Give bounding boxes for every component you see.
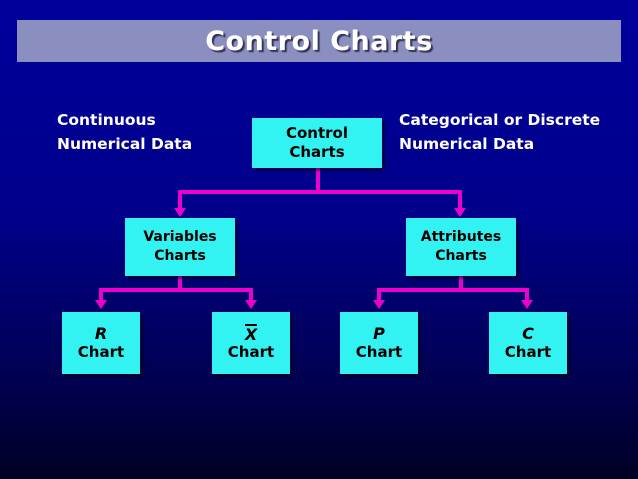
node-c-chart-line1: C xyxy=(522,324,534,343)
node-variables-charts[interactable]: Variables Charts xyxy=(125,218,235,276)
page-title: Control Charts xyxy=(205,25,433,57)
node-variables-charts-line2: Charts xyxy=(154,248,206,264)
connector-to-variables xyxy=(178,190,182,210)
connector-variables-bus xyxy=(99,288,253,292)
connector-to-attributes xyxy=(458,190,462,210)
connector-to-r-chart xyxy=(99,288,103,302)
node-xbar-chart-line1: X xyxy=(244,324,258,344)
arrow-to-p-chart-icon xyxy=(373,300,385,309)
arrow-to-attributes-icon xyxy=(454,208,466,217)
arrow-to-c-chart-icon xyxy=(521,300,533,309)
node-xbar-chart-line2: Chart xyxy=(227,343,275,361)
node-c-chart-line2: Chart xyxy=(504,343,552,361)
connector-root-stem xyxy=(316,168,320,192)
node-r-chart-line2: Chart xyxy=(77,343,125,361)
node-p-chart[interactable]: P Chart xyxy=(340,312,418,374)
node-attributes-charts-line2: Charts xyxy=(435,248,487,264)
connector-root-bus xyxy=(178,190,462,194)
node-control-charts-line2: Charts xyxy=(289,143,345,161)
node-r-chart-line1: R xyxy=(94,324,108,343)
node-c-chart[interactable]: C Chart xyxy=(489,312,567,374)
arrow-to-r-chart-icon xyxy=(95,300,107,309)
connector-attributes-stem xyxy=(459,276,463,290)
node-variables-charts-line1: Variables xyxy=(143,229,217,245)
connector-to-c-chart xyxy=(525,288,529,302)
connector-attributes-bus xyxy=(377,288,529,292)
connector-variables-stem xyxy=(178,276,182,290)
arrow-to-variables-icon xyxy=(174,208,186,217)
node-r-chart[interactable]: R Chart xyxy=(62,312,140,374)
node-control-charts[interactable]: Control Charts xyxy=(252,118,382,168)
title-bar: Control Charts xyxy=(17,20,621,62)
node-p-chart-line1: P xyxy=(373,324,385,343)
node-p-chart-line2: Chart xyxy=(355,343,403,361)
caption-categorical-discrete-data: Categorical or Discrete Numerical Data xyxy=(399,111,601,153)
connector-to-xbar-chart xyxy=(249,288,253,302)
connector-to-p-chart xyxy=(377,288,381,302)
caption-continuous-numerical-data: Continuous Numerical Data xyxy=(57,111,193,153)
node-attributes-charts-line1: Attributes xyxy=(420,229,502,245)
arrow-to-xbar-chart-icon xyxy=(245,300,257,309)
node-control-charts-line1: Control xyxy=(285,124,348,142)
node-attributes-charts[interactable]: Attributes Charts xyxy=(406,218,516,276)
node-xbar-chart[interactable]: X Chart xyxy=(212,312,290,374)
